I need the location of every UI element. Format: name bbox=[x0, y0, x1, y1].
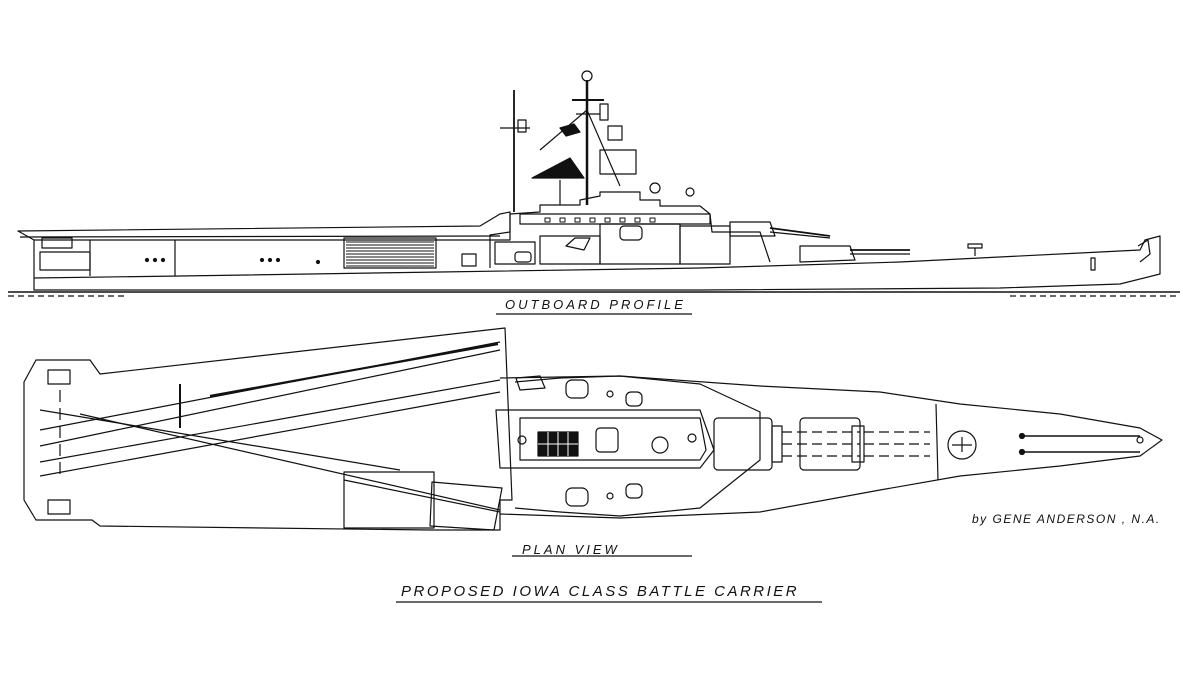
turret-2-plan bbox=[713, 417, 773, 471]
turret-2-profile bbox=[729, 221, 776, 237]
outboard-profile-view bbox=[8, 70, 1180, 315]
hull-profile bbox=[33, 235, 1161, 291]
funnel-profile bbox=[531, 157, 585, 179]
hull-plan bbox=[499, 375, 1163, 519]
plan-view bbox=[23, 327, 1163, 557]
deck-edge-elevator bbox=[343, 471, 435, 529]
outboard-profile-label: OUTBOARD PROFILE bbox=[505, 297, 686, 312]
hangar-opening bbox=[343, 237, 437, 269]
turret-1-profile bbox=[799, 245, 856, 263]
turret-1-plan bbox=[799, 417, 861, 471]
flight-deck-profile bbox=[17, 211, 511, 241]
capstan-plan bbox=[947, 430, 977, 460]
plan-view-label: PLAN VIEW bbox=[522, 542, 620, 557]
drawing-title: PROPOSED IOWA CLASS BATTLE CARRIER bbox=[401, 583, 800, 600]
author-signature: by GENE ANDERSON , N.A. bbox=[972, 512, 1161, 526]
flight-deck-plan bbox=[23, 327, 513, 531]
superstructure-profile bbox=[489, 191, 771, 268]
superstructure-plan bbox=[514, 375, 761, 517]
